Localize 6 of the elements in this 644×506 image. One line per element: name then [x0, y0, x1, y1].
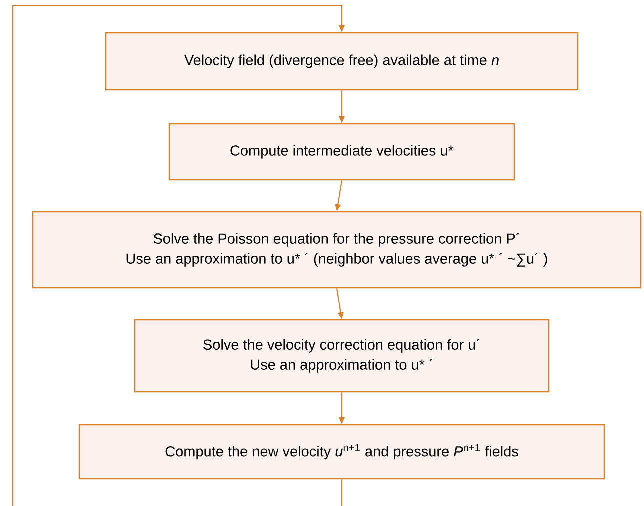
process-box: Solve the velocity correction equation for u´ Use an approximation to u* ´	[134, 319, 550, 393]
arrow	[12, 5, 346, 506]
process-box: Velocity field (divergence free) available at time n	[105, 32, 579, 91]
process-box: Solve the Poisson equation for the pressure correction P´ Use an approximation to u* ´ (neighbor values average u* ´ ~∑u´ )	[32, 211, 642, 289]
process-box: Compute intermediate velocities u*	[168, 123, 516, 181]
process-box: Compute the new velocity u$^{n+1}$ and pressure P$^{n+1}$ fields	[78, 424, 606, 480]
